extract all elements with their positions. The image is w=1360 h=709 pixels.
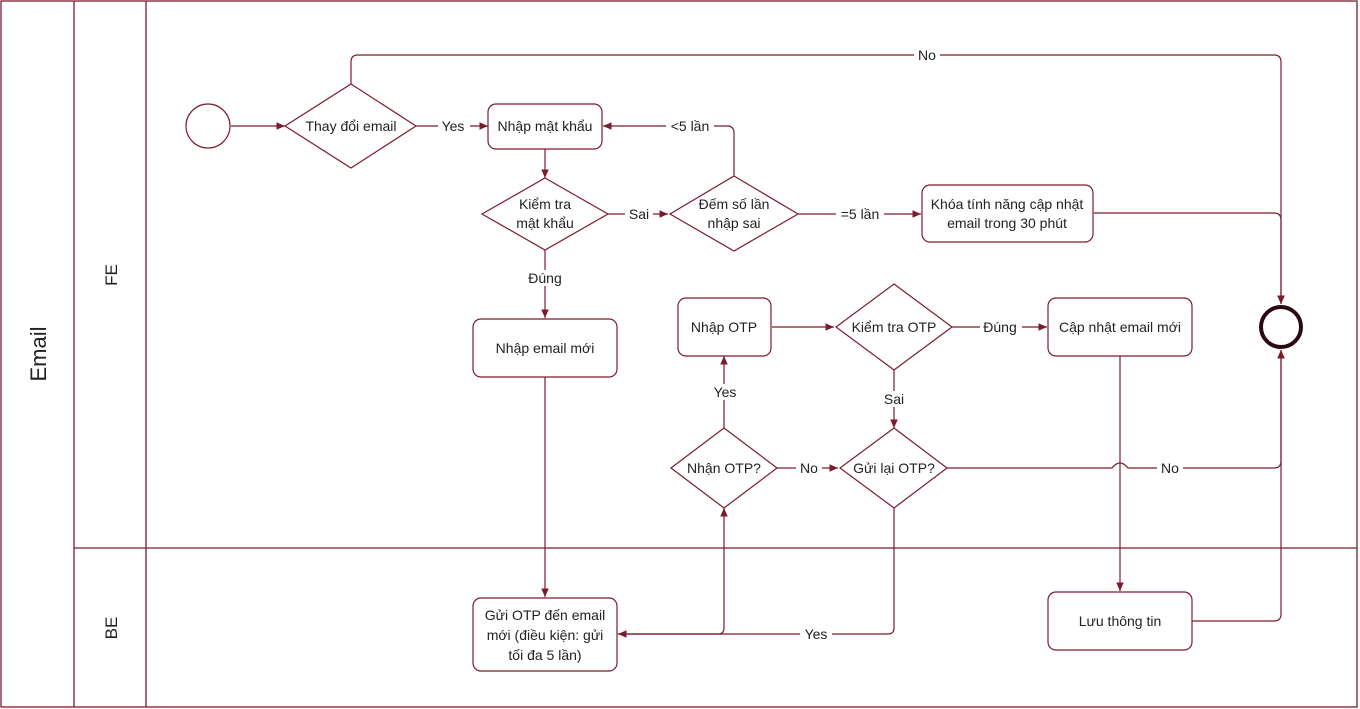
update-email-task: Cập nhật email mới xyxy=(1047,297,1193,357)
label-lt5: <5 lần xyxy=(671,118,710,134)
enter-new-email-label: Nhập email mới xyxy=(496,340,595,356)
label-eq5: =5 lần xyxy=(841,206,880,222)
check-otp-label: Kiểm tra OTP xyxy=(852,319,937,335)
lock-feature-label-1: Khóa tính năng cập nhật xyxy=(931,196,1084,212)
enter-new-email-task: Nhập email mới xyxy=(472,318,618,378)
send-otp-label-2: mới (điều kiện: gửi xyxy=(487,627,604,643)
label-yes-received: Yes xyxy=(714,384,737,400)
check-password-gateway: Kiểm tra mật khẩu xyxy=(480,177,610,251)
enter-password-task: Nhập mật khẩu xyxy=(487,103,603,150)
edge-lock-to-end xyxy=(1094,212,1285,304)
resend-otp-gateway: Gửi lại OTP? xyxy=(838,427,948,509)
edge-send-otp-to-received xyxy=(618,508,728,635)
change-email-label: Thay đổi email xyxy=(305,118,396,134)
send-otp-label-3: tối đa 5 lần) xyxy=(508,647,581,663)
edge-count-lt5-to-password xyxy=(603,122,735,176)
received-otp-gateway: Nhận OTP? xyxy=(670,427,778,509)
label-dung-check: Đúng xyxy=(528,270,561,286)
edge-change-no-to-end xyxy=(350,54,1285,304)
resend-otp-label: Gửi lại OTP? xyxy=(853,460,935,476)
send-otp-task: Gửi OTP đến email mới (điều kiện: gửi tố… xyxy=(472,597,618,672)
lane-label-be: BE xyxy=(102,617,121,640)
save-info-label: Lưu thông tin xyxy=(1079,613,1162,629)
label-sai-otp: Sai xyxy=(884,391,904,407)
label-dung-otp: Đúng xyxy=(983,319,1016,335)
check-otp-gateway: Kiểm tra OTP xyxy=(834,283,954,371)
lock-feature-label-2: email trong 30 phút xyxy=(947,215,1067,231)
enter-password-label: Nhập mật khẩu xyxy=(498,118,593,134)
check-password-label-2: mật khẩu xyxy=(516,215,574,231)
edges xyxy=(231,54,1285,638)
label-no-resend: No xyxy=(1161,460,1179,476)
received-otp-label: Nhận OTP? xyxy=(687,460,761,476)
label-sai-check: Sai xyxy=(629,206,649,222)
label-no-top: No xyxy=(918,47,936,63)
change-email-gateway: Thay đổi email xyxy=(283,83,418,169)
lane-label-fe: FE xyxy=(102,264,121,286)
edge-resend-no-to-end xyxy=(947,350,1285,469)
lock-feature-task: Khóa tính năng cập nhật email trong 30 p… xyxy=(921,184,1094,243)
pool-label: Email xyxy=(26,326,51,381)
count-wrong-gateway: Đếm số lần nhập sai xyxy=(668,175,800,252)
send-otp-label-1: Gửi OTP đến email xyxy=(485,607,605,623)
label-yes-change: Yes xyxy=(442,118,465,134)
enter-otp-label: Nhập OTP xyxy=(691,319,757,335)
start-event xyxy=(185,103,231,149)
label-no-received: No xyxy=(800,460,818,476)
update-email-label: Cập nhật email mới xyxy=(1059,319,1181,335)
save-info-task: Lưu thông tin xyxy=(1047,591,1193,651)
enter-otp-task: Nhập OTP xyxy=(677,297,772,357)
count-wrong-label-2: nhập sai xyxy=(708,215,761,231)
end-event xyxy=(1259,305,1303,349)
label-yes-resend: Yes xyxy=(805,626,828,642)
edge-save-to-end xyxy=(1192,350,1285,622)
count-wrong-label-1: Đếm số lần xyxy=(699,196,770,212)
edge-labels: No Yes <5 lần Sai =5 lần Đúng Đúng Sai Y… xyxy=(438,47,1183,642)
edge-resend-yes-to-send-otp xyxy=(618,508,895,638)
check-password-label-1: Kiểm tra xyxy=(519,196,571,212)
